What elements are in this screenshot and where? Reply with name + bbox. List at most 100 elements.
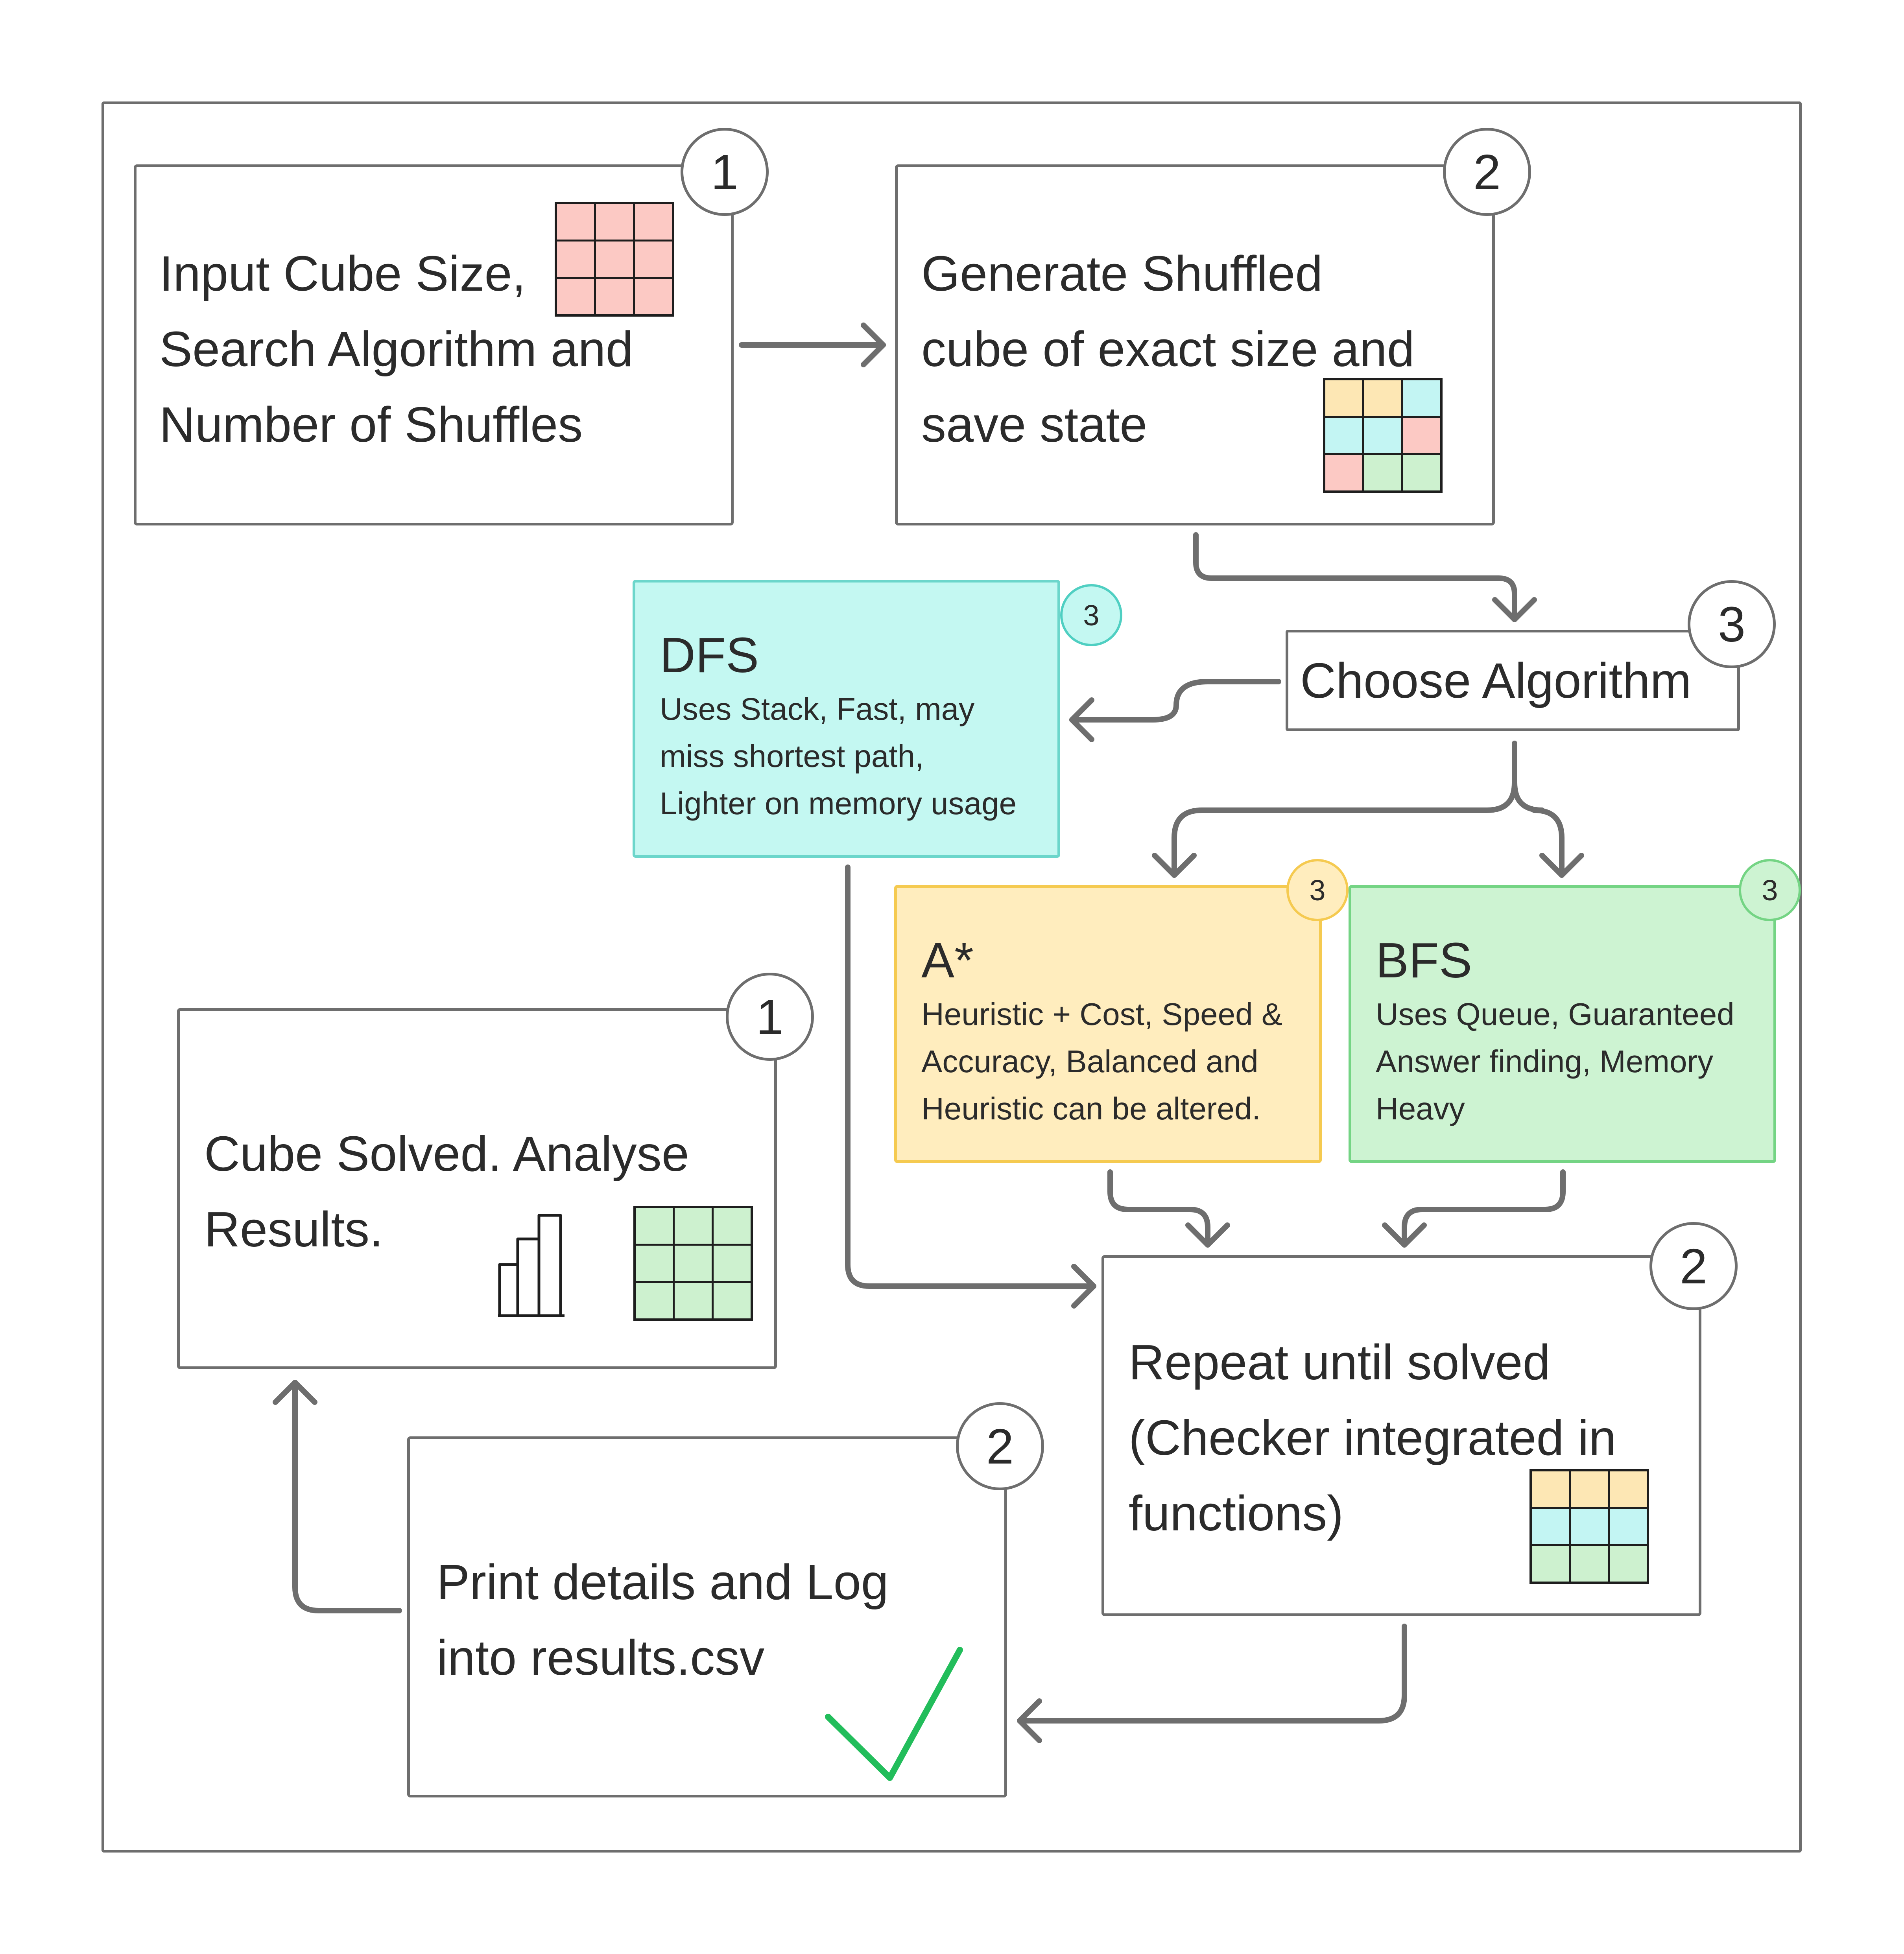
dfs-title: DFS (660, 627, 759, 683)
grid-cell (1325, 455, 1362, 490)
grid-cell (1325, 380, 1362, 416)
dfs-desc-line-2: miss shortest path, (660, 739, 924, 774)
dfs-card: DFS Uses Stack, Fast, may miss shortest … (633, 580, 1060, 858)
bfs-desc-line-2: Answer finding, Memory (1376, 1044, 1714, 1079)
print-step-line-1: Print details and Log (437, 1554, 889, 1610)
shuffled-cube-icon (1323, 378, 1443, 493)
grid-cell (675, 1246, 712, 1281)
input-step-line-1: Input Cube Size, (159, 246, 526, 301)
grid-cell (1325, 418, 1362, 453)
dfs-desc-line-3: Lighter on memory usage (660, 786, 1017, 821)
arrowhead-repeat-to-print (1017, 1698, 1042, 1743)
grid-cell (1532, 1546, 1569, 1582)
bfs-card: BFS Uses Queue, Guaranteed Answer findin… (1349, 885, 1776, 1163)
dfs-desc-line-1: Uses Stack, Fast, may (660, 691, 975, 726)
grid-cell (1610, 1546, 1647, 1582)
grid-cell (1364, 455, 1401, 490)
cube-grid-icon (555, 202, 674, 317)
grid-cell (714, 1246, 751, 1281)
arrow-astar-to-repeat (1107, 1169, 1210, 1248)
grid-cell (636, 1246, 673, 1281)
arrow-generate-to-choose (1193, 532, 1517, 622)
arrow-bfs-to-repeat (1402, 1169, 1566, 1248)
repeat-step-badge: 2 (1649, 1222, 1738, 1310)
grid-cell (596, 279, 633, 314)
choose-algorithm-box: Choose Algorithm (1286, 630, 1740, 731)
generate-step-badge: 2 (1443, 128, 1531, 216)
diagram-frame (101, 101, 1802, 1853)
arrow-choose-split (1172, 741, 1517, 878)
astar-desc-line-3: Heuristic can be altered. (921, 1091, 1261, 1126)
arrow-print-to-solved (292, 1380, 402, 1613)
arrow-repeat-to-print (1017, 1624, 1407, 1724)
input-step-badge: 1 (681, 128, 769, 216)
grid-cell (1571, 1471, 1608, 1507)
grid-cell (1571, 1546, 1608, 1582)
grid-cell (557, 241, 594, 277)
generate-step-line-2: cube of exact size and (921, 321, 1415, 377)
solved-step-badge: 1 (726, 973, 814, 1061)
generate-step-line-3: save state (921, 397, 1148, 452)
arrowhead-choose-to-astar (1152, 853, 1197, 878)
arrowhead-dfs-to-repeat (1071, 1264, 1096, 1309)
partially-solved-cube-icon (1529, 1469, 1649, 1584)
input-step-line-2: Search Algorithm and (159, 321, 633, 377)
bfs-title: BFS (1376, 933, 1472, 988)
astar-desc-line-1: Heuristic + Cost, Speed & (921, 997, 1283, 1032)
repeat-step-line-1: Repeat until solved (1129, 1335, 1550, 1390)
input-step-box: Input Cube Size, Search Algorithm and Nu… (134, 164, 734, 525)
arrow-dfs-to-repeat (845, 865, 1096, 1289)
grid-cell (635, 204, 672, 240)
repeat-step-line-3: functions) (1129, 1486, 1344, 1541)
arrowhead-choose-to-bfs (1539, 853, 1584, 878)
grid-cell (1571, 1509, 1608, 1544)
arrowhead-choose-to-dfs (1069, 697, 1094, 742)
print-step-box: Print details and Log into results.csv (407, 1436, 1007, 1797)
grid-cell (1403, 380, 1440, 416)
arrowhead-bfs-to-repeat (1382, 1222, 1427, 1248)
grid-cell (636, 1283, 673, 1318)
repeat-step-box: Repeat until solved (Checker integrated … (1101, 1255, 1701, 1616)
dfs-badge: 3 (1060, 584, 1122, 646)
solved-step-line-2: Results. (204, 1202, 384, 1257)
print-step-badge: 2 (956, 1402, 1044, 1490)
solved-cube-icon (633, 1206, 753, 1321)
grid-cell (675, 1208, 712, 1244)
grid-cell (714, 1283, 751, 1318)
grid-cell (1364, 380, 1401, 416)
grid-cell (1532, 1509, 1569, 1544)
choose-algorithm-label: Choose Algorithm (1300, 653, 1692, 708)
bfs-desc-line-3: Heavy (1376, 1091, 1465, 1126)
arrowhead-input-to-generate (861, 323, 886, 367)
grid-cell (1610, 1509, 1647, 1544)
grid-cell (557, 204, 594, 240)
grid-cell (635, 279, 672, 314)
arrow-choose-to-dfs (1069, 679, 1281, 723)
grid-cell (1403, 455, 1440, 490)
arrow-choose-to-bfs (1512, 780, 1565, 878)
input-step-line-3: Number of Shuffles (159, 397, 583, 452)
generate-step-line-1: Generate Shuffled (921, 246, 1323, 301)
grid-cell (675, 1283, 712, 1318)
grid-cell (1532, 1471, 1569, 1507)
grid-cell (1610, 1471, 1647, 1507)
grid-cell (1364, 418, 1401, 453)
grid-cell (596, 241, 633, 277)
grid-cell (714, 1208, 751, 1244)
astar-badge: 3 (1286, 859, 1349, 921)
astar-desc-line-2: Accuracy, Balanced and (921, 1044, 1258, 1079)
arrowhead-generate-to-choose (1492, 597, 1537, 622)
grid-cell (636, 1208, 673, 1244)
bfs-desc-line-1: Uses Queue, Guaranteed (1376, 997, 1734, 1032)
choose-algorithm-badge: 3 (1688, 580, 1776, 668)
repeat-step-line-2: (Checker integrated in (1129, 1410, 1616, 1466)
grid-cell (557, 279, 594, 314)
print-step-line-2: into results.csv (437, 1630, 765, 1685)
arrowhead-print-to-solved (273, 1380, 317, 1405)
bfs-badge: 3 (1739, 859, 1801, 921)
arrowhead-astar-to-repeat (1185, 1222, 1230, 1248)
astar-title: A* (921, 933, 974, 988)
